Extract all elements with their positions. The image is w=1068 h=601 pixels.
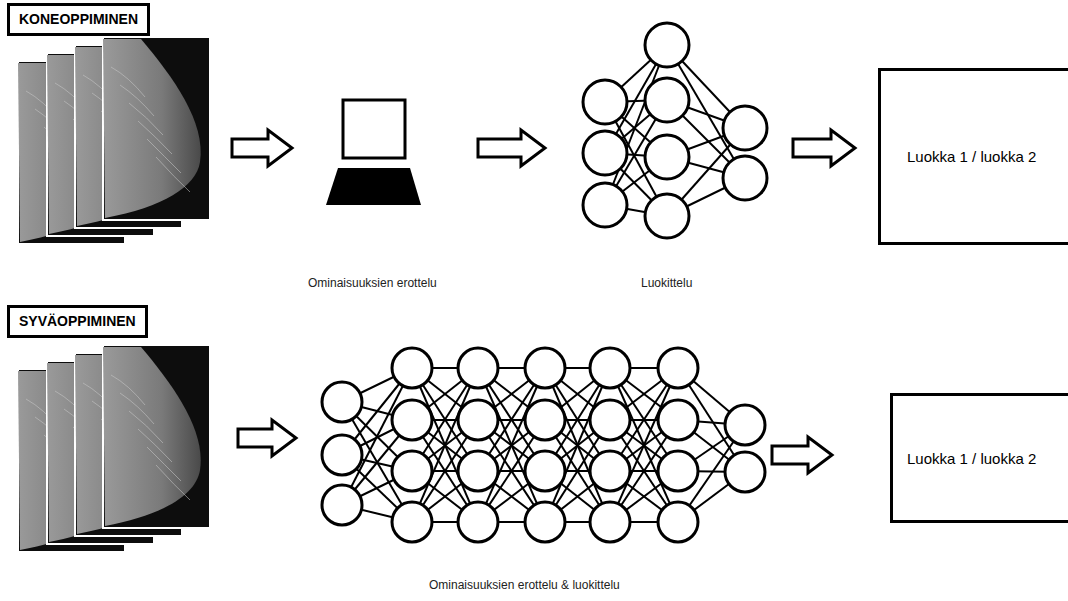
neuron-circle (322, 485, 362, 525)
neuron-circle (458, 400, 498, 440)
tissue-streak (129, 103, 163, 135)
neuron-circle (392, 502, 432, 542)
neuron-circle (590, 502, 630, 542)
neuron-circle (322, 382, 362, 422)
neuron-circle (658, 400, 698, 440)
neuron-circle (525, 400, 565, 440)
network-connection (478, 368, 545, 522)
heading-text: SYVÄOPPIMINEN (19, 313, 136, 329)
neuron-circle (725, 452, 765, 492)
flow-arrow (772, 437, 832, 473)
neuron-circle (392, 348, 432, 388)
class-label: Luokka 1 / luokka 2 (907, 148, 1036, 165)
neuron-circle (723, 106, 767, 150)
tissue-streak (120, 393, 154, 424)
network-connection (545, 368, 610, 522)
neuron-circle (723, 156, 767, 200)
neuron-circle (645, 135, 689, 179)
laptop-screen (343, 100, 405, 158)
laptop-base (326, 168, 421, 205)
network-connection (605, 45, 667, 205)
breast-tissue (103, 39, 201, 218)
neuron-circle (583, 183, 627, 227)
neuron-circle (525, 451, 565, 491)
neuron-circle (658, 502, 698, 542)
tissue-streak (156, 465, 190, 500)
network-connection (610, 368, 678, 522)
mammogram-frame (103, 37, 210, 220)
tissue-streak (120, 85, 154, 116)
neuron-circle (525, 502, 565, 542)
tissue-streak (138, 121, 172, 154)
neuron-circle (458, 502, 498, 542)
tissue-streak (147, 139, 181, 173)
network-connection (412, 368, 478, 522)
breast-tissue (103, 347, 201, 526)
neuron-circle (392, 400, 432, 440)
class-label: Luokka 1 / luokka 2 (907, 450, 1036, 467)
mammogram-frame (103, 345, 210, 528)
neuron-circle (590, 451, 630, 491)
heading-box: KONEOPPIMINEN (7, 3, 150, 36)
tissue-streak (129, 411, 163, 443)
neuron-circle (645, 194, 689, 238)
neuron-circle (458, 451, 498, 491)
output-class-box: Luokka 1 / luokka 2 (878, 68, 1068, 245)
step-caption: Ominaisuuksien erottelu & luokittelu (429, 578, 620, 592)
neuron-circle (322, 435, 362, 475)
step-caption: Ominaisuuksien erottelu (308, 276, 437, 290)
network-connection (412, 368, 478, 522)
tissue-streak (156, 157, 190, 192)
tissue-streak (138, 429, 172, 462)
neuron-circle (658, 451, 698, 491)
flow-arrow (793, 130, 855, 166)
flow-arrow (478, 130, 545, 166)
neuron-circle (725, 405, 765, 445)
tissue-streak (111, 67, 145, 97)
flow-arrow (232, 130, 292, 166)
output-class-box: Luokka 1 / luokka 2 (890, 393, 1068, 523)
network-connection (545, 368, 610, 522)
neuron-circle (583, 131, 627, 175)
tissue-streak (147, 447, 181, 481)
neuron-circle (583, 80, 627, 124)
neuron-circle (645, 78, 689, 122)
neuron-circle (458, 348, 498, 388)
neuron-circle (590, 348, 630, 388)
network-connection (610, 368, 678, 522)
neuron-circle (392, 451, 432, 491)
neuron-circle (525, 348, 565, 388)
heading-text: KONEOPPIMINEN (19, 11, 138, 27)
flow-arrow (238, 420, 296, 456)
neuron-circle (590, 400, 630, 440)
tissue-streak (111, 375, 145, 405)
neuron-circle (658, 348, 698, 388)
heading-box: SYVÄOPPIMINEN (7, 305, 148, 338)
neuron-circle (645, 23, 689, 67)
step-caption: Luokittelu (641, 276, 692, 290)
network-connection (478, 368, 545, 522)
